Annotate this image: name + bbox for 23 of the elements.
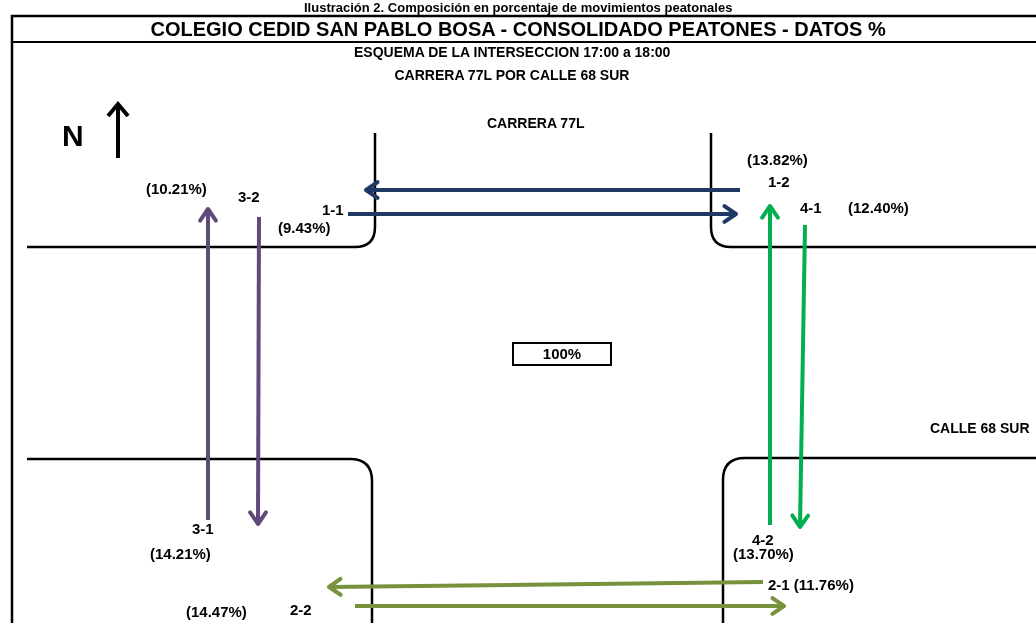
subtitle: CARRERA 77L POR CALLE 68 SUR (394, 67, 630, 83)
subtitle: ESQUEMA DE LA INTERSECCION 17:00 a 18:00 (354, 44, 671, 60)
percentage-label: (13.82%) (747, 151, 808, 168)
movement-code: 2-2 (290, 601, 312, 618)
movement-code: 1-2 (768, 173, 790, 190)
north-label: N (62, 120, 84, 152)
value-box: 100% (512, 342, 612, 366)
movement-code: 1-1 (322, 201, 344, 218)
diagram-title: COLEGIO CEDID SAN PABLO BOSA - CONSOLIDADO PEATONES - DATOS % (150, 18, 886, 40)
percentage-label: (14.47%) (186, 603, 247, 620)
movement-code: 3-1 (192, 520, 214, 537)
percentage-label: (9.43%) (278, 219, 331, 236)
percentage-label: (13.70%) (733, 545, 794, 562)
street-name: CALLE 68 SUR (930, 420, 1030, 436)
percentage-label: (10.21%) (146, 180, 207, 197)
percentage-label: (14.21%) (150, 545, 211, 562)
movement-code: 4-2 (752, 531, 774, 548)
movement-code: 4-1 (800, 199, 822, 216)
percentage-label: (12.40%) (848, 199, 909, 216)
caption: Ilustración 2. Composición en porcentaje de movimientos peatonales (304, 0, 733, 15)
street-name: CARRERA 77L (487, 115, 585, 131)
movement-label: 2-1 (11.76%) (768, 576, 854, 593)
movement-code: 3-2 (238, 188, 260, 205)
